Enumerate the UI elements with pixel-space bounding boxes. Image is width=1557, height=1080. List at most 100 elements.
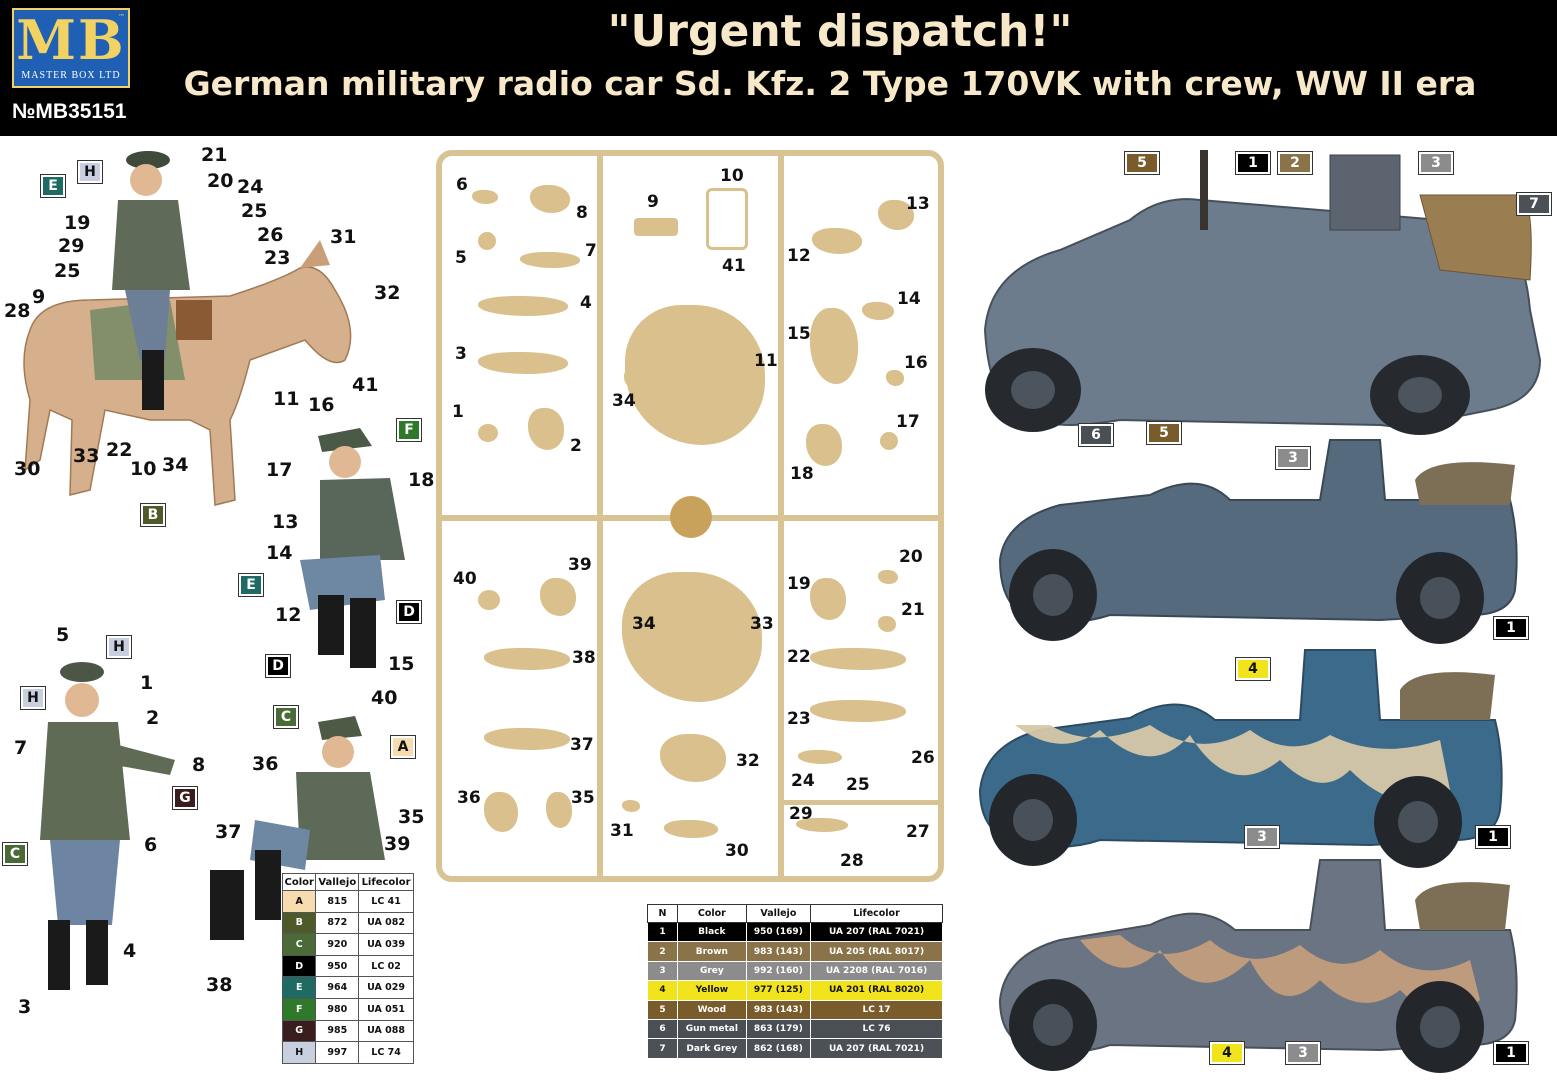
sprue-part: [634, 218, 678, 236]
sprue-number: 25: [846, 775, 870, 795]
color-name-cell: Brown: [677, 941, 747, 962]
vehicle-side-view-camo-a: [978, 649, 1503, 868]
trademark-mark: ™: [118, 13, 125, 21]
vallejo-cell: 862 (168): [745, 1038, 812, 1059]
sprue-part: [886, 370, 904, 386]
table-header-row: N Color Vallejo Lifecolor: [647, 904, 943, 923]
sprue-part: [806, 424, 842, 466]
sprue-number: 12: [787, 246, 811, 266]
sprue-part: [520, 252, 580, 268]
sprue-number: 9: [647, 192, 659, 212]
color-code-e: E: [238, 573, 264, 597]
sprue-part: [484, 792, 518, 832]
callout-rider: 19: [64, 212, 91, 234]
color-code-a: A: [390, 735, 416, 759]
sprue-number: 31: [610, 821, 634, 841]
lifecolor-cell: LC 76: [810, 1018, 943, 1040]
vehicle-color-6: 6: [1078, 423, 1114, 447]
callout-rider: 33: [73, 445, 100, 467]
callout-rider: 26: [257, 224, 284, 246]
vehicle-color-3: 3: [1285, 1041, 1321, 1065]
callout-rider: 10: [130, 458, 157, 480]
vehicle-color-5: 5: [1124, 151, 1160, 175]
sprue-number: 30: [725, 841, 749, 861]
sprue-number: 16: [904, 353, 928, 373]
callout-driver: 40: [371, 687, 398, 709]
vallejo-cell: 977 (125): [745, 980, 812, 1001]
sprue-number: 24: [791, 771, 815, 791]
callout-radio-operator: 12: [275, 604, 302, 626]
color-code-h: H: [106, 635, 132, 659]
callout-driver: 35: [398, 806, 425, 828]
color-number-cell: 6: [647, 1018, 678, 1040]
callout-rider: 34: [162, 454, 189, 476]
sprue-number: 23: [787, 709, 811, 729]
callout-officer: 5: [56, 624, 70, 646]
callout-officer: 2: [146, 707, 160, 729]
callout-officer: 1: [140, 672, 154, 694]
callout-rider: 31: [330, 226, 357, 248]
sprue-number: 35: [571, 788, 595, 808]
sprue-part: [478, 424, 498, 442]
driver-figure: [210, 716, 385, 940]
callout-officer: 6: [144, 834, 158, 856]
sprue-bar: [784, 800, 938, 805]
table-header-row: Color Vallejo Lifecolor: [281, 873, 414, 891]
color-code-cell: A: [281, 890, 317, 913]
sprue-part: [540, 578, 576, 616]
color-name-cell: Wood: [677, 999, 747, 1020]
sprue-number: 1: [452, 402, 464, 422]
sprue-number: 13: [906, 194, 930, 214]
vehicle-color-7: 7: [1516, 192, 1552, 216]
vehicle-perspective-view: [983, 150, 1542, 435]
sprue-part: [810, 700, 906, 722]
callout-rider: 30: [14, 458, 41, 480]
sprue-part: [484, 648, 570, 670]
sprue-number: 32: [736, 751, 760, 771]
sprue-part: [478, 296, 568, 316]
callout-radio-operator: 18: [408, 469, 435, 491]
table-header: Color: [281, 873, 317, 891]
sprue-part: [478, 232, 496, 250]
callout-radio-operator: 16: [308, 394, 335, 416]
lifecolor-cell: UA 207 (RAL 7021): [810, 1038, 943, 1059]
table-header: Vallejo: [745, 904, 812, 923]
sprue-part: [478, 352, 568, 374]
lifecolor-cell: UA 2208 (RAL 7016): [810, 960, 943, 982]
sprue-part: [878, 200, 914, 230]
sprue-part: [622, 800, 640, 812]
logo-mb-text: MB: [16, 8, 126, 72]
sprue-part: [878, 616, 896, 632]
sprue-number: 5: [455, 248, 467, 268]
sprue-part: [634, 638, 656, 654]
master-box-logo: MB ™ MASTER BOX LTD: [12, 8, 130, 88]
sprue-number: 19: [787, 574, 811, 594]
sprue-number: 7: [585, 241, 597, 261]
sprue-number: 17: [896, 412, 920, 432]
sprue-hub: [670, 496, 712, 538]
sprue-part: [706, 188, 748, 250]
vehicle-color-2: 2: [1277, 151, 1313, 175]
table-header: Color: [677, 904, 747, 923]
sprue-part: [798, 750, 842, 764]
table-header: N: [647, 904, 678, 923]
callout-radio-operator: 17: [266, 459, 293, 481]
callout-officer: 7: [14, 737, 28, 759]
vallejo-cell: 983 (143): [745, 999, 812, 1020]
sprue-number: 6: [456, 175, 468, 195]
sprue-part: [862, 302, 894, 320]
logo-subtext: MASTER BOX LTD: [21, 70, 121, 81]
callout-officer: 4: [123, 940, 137, 962]
color-code-d: D: [396, 600, 422, 624]
color-code-f: F: [396, 418, 422, 442]
callout-radio-operator: 15: [388, 653, 415, 675]
sprue-number: 37: [570, 735, 594, 755]
vehicle-color-1: 1: [1475, 825, 1511, 849]
